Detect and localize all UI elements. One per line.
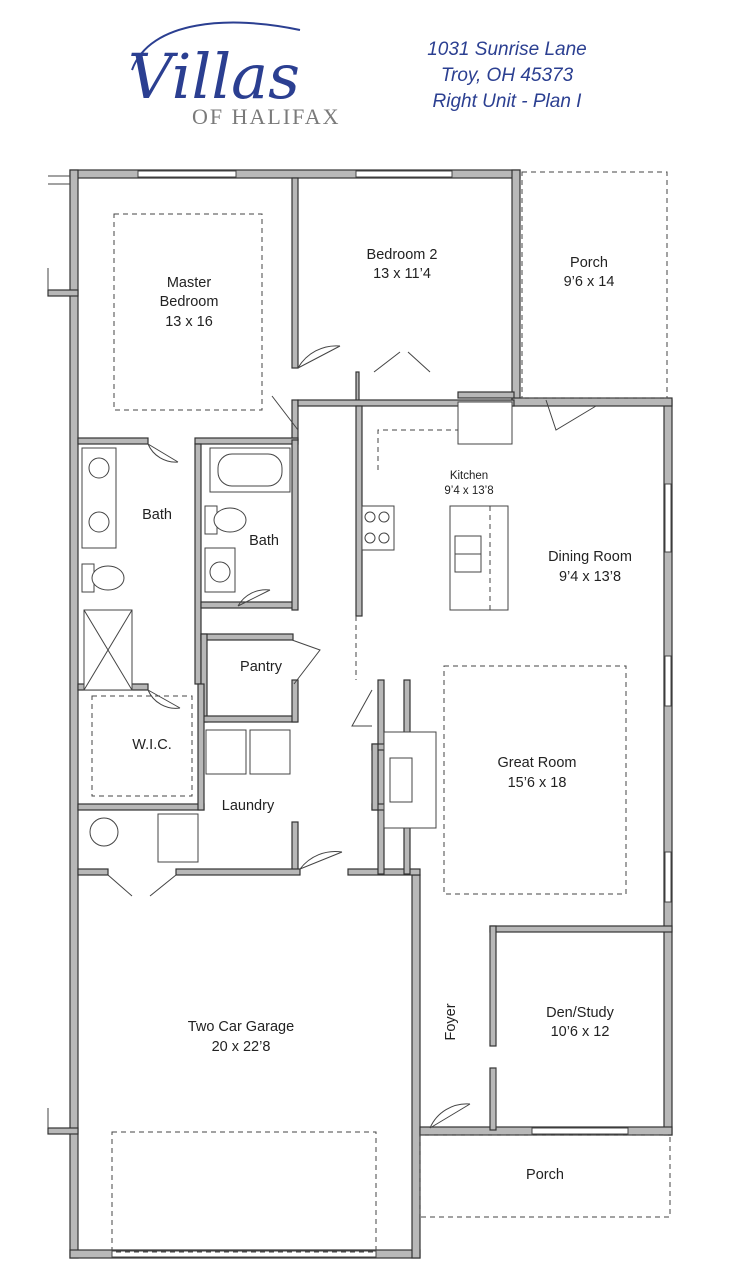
room-labels: Master Bedroom 13 x 16 Bedroom 2 13 x 11… [132, 247, 632, 1183]
master-bedroom-label-2: Bedroom [160, 294, 219, 310]
master-bedroom-size: 13 x 16 [165, 314, 213, 330]
dining-room-label: Dining Room [548, 549, 632, 565]
windows [47, 170, 672, 1258]
den-study-size: 10’6 x 12 [551, 1024, 610, 1040]
logo-swash [131, 21, 301, 71]
address-street: 1031 Sunrise Lane [427, 39, 587, 60]
exterior-walls [47, 169, 673, 1259]
great-room-label: Great Room [498, 755, 577, 771]
great-room-size: 15’6 x 18 [508, 775, 567, 791]
garage-label: Two Car Garage [188, 1019, 294, 1035]
fixtures [81, 401, 513, 863]
dashed-outlines [91, 171, 671, 1253]
bedroom2-label: Bedroom 2 [367, 247, 438, 263]
back-porch-label: Porch [570, 255, 608, 271]
address-block: 1031 Sunrise Lane Troy, OH 45373 Right U… [427, 39, 587, 112]
pantry-label: Pantry [240, 659, 283, 675]
den-study-label: Den/Study [546, 1005, 614, 1021]
kitchen-size: 9’4 x 13’8 [444, 485, 493, 497]
back-porch-size: 9’6 x 14 [564, 274, 615, 290]
kitchen-label: Kitchen [450, 470, 488, 482]
foyer-label: Foyer [443, 1003, 459, 1040]
bedroom2-size: 13 x 11’4 [373, 266, 431, 282]
front-porch-label: Porch [526, 1167, 564, 1183]
master-bedroom-label-1: Master [167, 275, 211, 291]
doors [107, 345, 597, 1129]
bath2-label: Bath [249, 533, 279, 549]
dining-room-size: 9’4 x 13’8 [559, 569, 621, 585]
logo: Villas OF HALIFAX [128, 21, 341, 129]
logo-subtitle: OF HALIFAX [192, 104, 341, 129]
interior-walls [77, 177, 673, 1131]
laundry-label: Laundry [222, 798, 275, 814]
address-unit: Right Unit - Plan I [433, 91, 583, 112]
garage-size: 20 x 22’8 [212, 1039, 271, 1055]
bath1-label: Bath [142, 507, 172, 523]
address-city: Troy, OH 45373 [441, 65, 574, 86]
wic-label: W.I.C. [132, 737, 171, 753]
logo-script-text: Villas [128, 40, 300, 113]
